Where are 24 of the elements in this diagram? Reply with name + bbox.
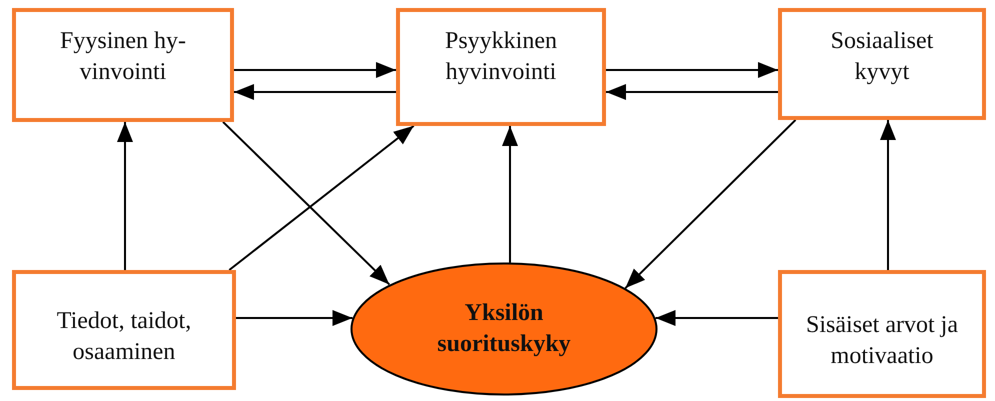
process-box	[12, 8, 234, 122]
node-text: Sisäiset arvot ja motivaatio	[805, 310, 959, 371]
node-text: Psyykkinen hyvinvointi	[444, 27, 558, 88]
arrow	[222, 121, 390, 286]
arrow	[502, 126, 518, 262]
arrow	[880, 120, 896, 270]
process-box	[12, 270, 236, 390]
arrow	[236, 310, 352, 326]
process-box	[396, 8, 606, 126]
node-text: Tiedot, taidot, osaaminen	[56, 306, 192, 367]
arrow	[234, 84, 396, 100]
arrow	[234, 62, 396, 78]
arrow	[228, 125, 414, 271]
node-text: Yksilön suorituskyky	[436, 298, 572, 359]
process-box	[778, 8, 986, 120]
node-text: Sosiaaliset kyvyt	[830, 27, 934, 88]
process-box	[778, 270, 986, 398]
arrow	[624, 119, 796, 289]
arrow	[117, 122, 133, 270]
ellipse-node	[350, 262, 658, 396]
arrow	[656, 310, 778, 326]
arrow	[606, 62, 778, 78]
arrow	[606, 84, 778, 100]
node-text: Fyysinen hy- vinvointi	[59, 27, 187, 88]
